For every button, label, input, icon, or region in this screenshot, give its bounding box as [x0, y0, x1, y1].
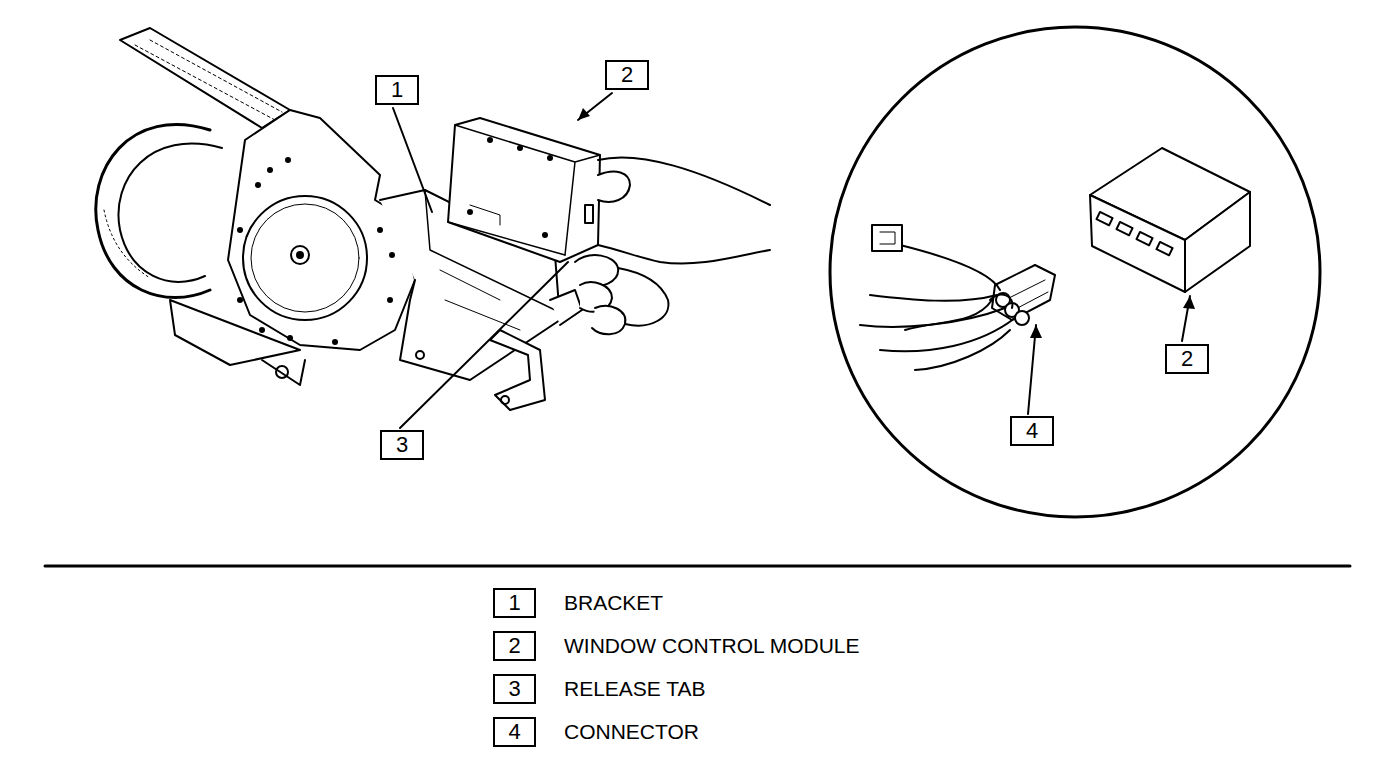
window-control-module — [448, 118, 600, 262]
part-name: BRACKET — [564, 591, 663, 615]
arrowhead — [578, 108, 1195, 338]
callout-number: 4 — [1012, 418, 1052, 444]
callout-number: 2 — [495, 633, 534, 659]
detail-circle — [830, 27, 1320, 517]
hand — [575, 157, 770, 334]
retractor-housing — [170, 110, 415, 385]
callout-number: 4 — [1010, 416, 1054, 446]
part-name: RELEASE TAB — [564, 677, 706, 701]
callout-number: 2 — [1165, 344, 1209, 374]
connector-detail — [860, 225, 1055, 351]
module-detail — [1090, 148, 1250, 292]
callout-number: 4 — [495, 719, 534, 745]
callout-number: 2 — [607, 62, 647, 88]
part-name: CONNECTOR — [564, 720, 699, 744]
hand-detail — [905, 295, 1012, 370]
legend-key: 4CONNECTOR — [493, 717, 536, 747]
callout-number: 3 — [382, 432, 422, 458]
callout-number: 2 — [605, 60, 649, 90]
part-name: WINDOW CONTROL MODULE — [564, 634, 860, 658]
callout-number: 2 — [1167, 346, 1207, 372]
callout-number: 3 — [495, 676, 534, 702]
callout-number: 1 — [375, 75, 419, 105]
leader-line — [393, 93, 1190, 428]
legend-key: 2WINDOW CONTROL MODULE — [493, 631, 536, 661]
callout-number: 1 — [495, 590, 534, 616]
callout-number: 3 — [380, 430, 424, 460]
legend-key: 3RELEASE TAB — [493, 674, 536, 704]
separator-rule — [45, 565, 1350, 568]
legend-key: 1BRACKET — [493, 588, 536, 618]
callout-number: 1 — [377, 77, 417, 103]
